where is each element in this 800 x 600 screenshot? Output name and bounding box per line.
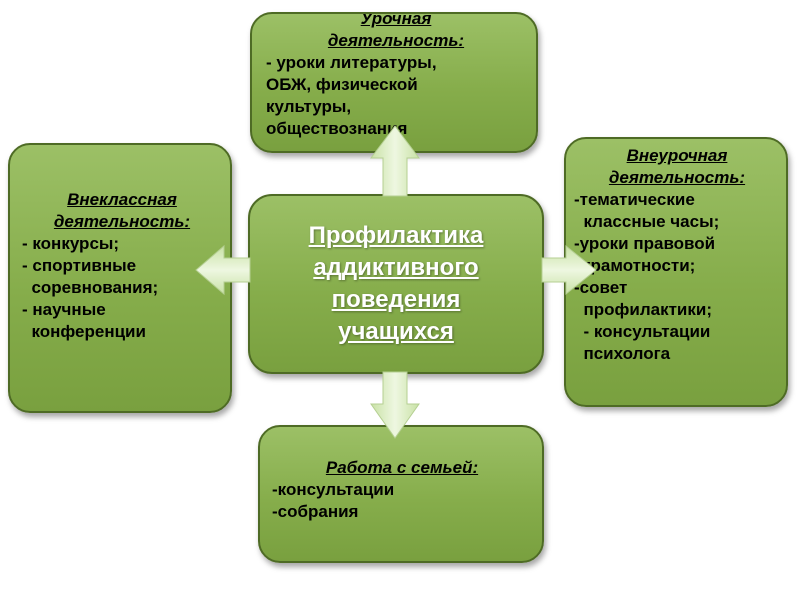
vneurochnaya-list: -тематические классные часы; -уроки прав… [574, 189, 780, 365]
vneklassnaya-box: Внеклассная деятельность: - конкурсы; - … [8, 143, 232, 413]
list-item: грамотности; [574, 256, 696, 275]
list-item: обществознания [266, 119, 408, 138]
list-item: ОБЖ, физической [266, 75, 418, 94]
list-item: психолога [574, 344, 671, 363]
vneurochnaya-box: Внеурочная деятельность: -тематические к… [564, 137, 788, 407]
list-item: - научные [22, 300, 106, 319]
list-item: -собрания [272, 502, 359, 521]
center-box: Профилактика аддиктивного поведения учащ… [248, 194, 544, 374]
list-item: -совет [574, 278, 628, 297]
list-item: - консультации [574, 322, 711, 341]
vneurochnaya-title: Внеурочная деятельность: [608, 146, 746, 187]
list-item: культуры, [266, 97, 352, 116]
list-item: - уроки литературы, [266, 53, 437, 72]
center-title: Профилактика аддиктивного поведения учащ… [308, 222, 484, 345]
list-item: - спортивные [22, 256, 137, 275]
semya-box: Работа с семьей: -консультации -собрания [258, 425, 544, 563]
urochnaya-title: Урочная деятельность: [327, 12, 465, 50]
list-item: конференции [22, 322, 146, 341]
urochnaya-box: Урочная деятельность: - уроки литературы… [250, 12, 538, 153]
list-item: -тематические [574, 190, 695, 209]
list-item: классные часы; [574, 212, 720, 231]
list-item: профилактики; [574, 300, 712, 319]
semya-title: Работа с семьей: [325, 458, 479, 477]
list-item: -консультации [272, 480, 395, 499]
list-item: соревнования; [22, 278, 159, 297]
vneklassnaya-list: - конкурсы; - спортивные соревнования; -… [22, 233, 222, 343]
semya-list: -консультации -собрания [272, 479, 532, 523]
list-item: - конкурсы; [22, 234, 120, 253]
list-item: -уроки правовой [574, 234, 716, 253]
vneklassnaya-title: Внеклассная деятельность: [53, 190, 191, 231]
urochnaya-list: - уроки литературы, ОБЖ, физической куль… [266, 52, 526, 140]
